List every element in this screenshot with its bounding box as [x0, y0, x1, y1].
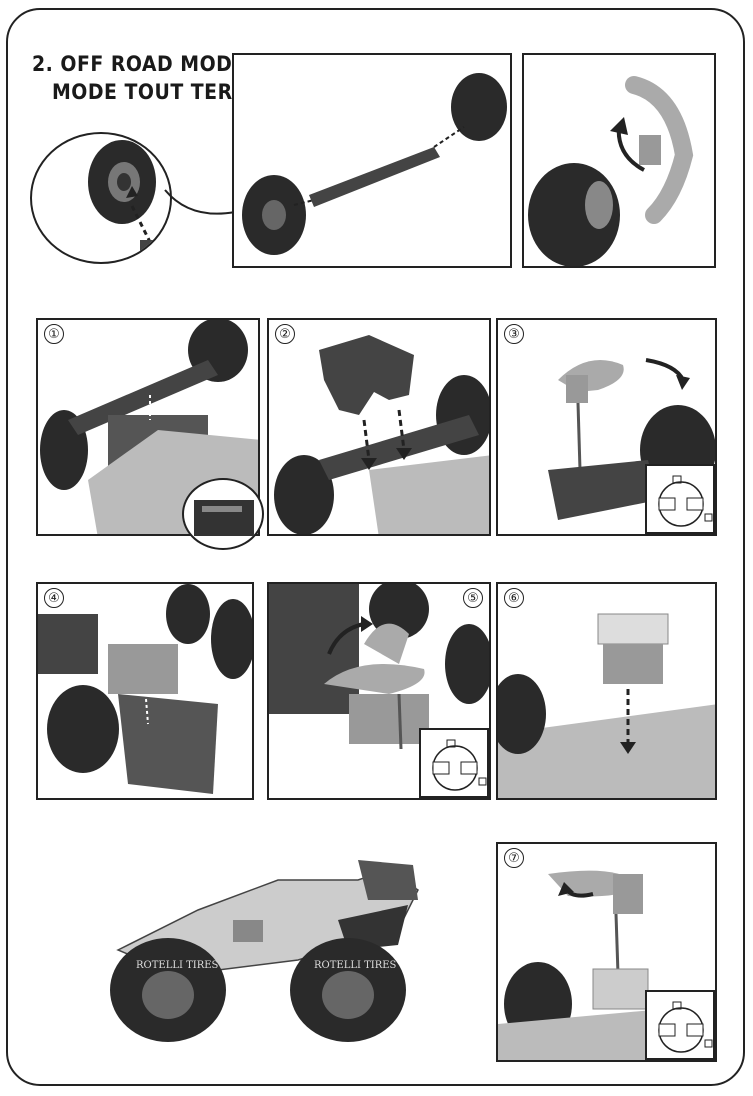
chassis-axle-icon — [40, 320, 258, 534]
steering-wheel-icon — [528, 76, 694, 266]
step-2-number: ② — [275, 324, 295, 344]
step-4-panel: ④ — [36, 582, 254, 800]
lock-dial-inset — [645, 464, 715, 534]
step-1-number: ① — [44, 324, 64, 344]
step-5-panel: ⑤ — [267, 582, 491, 800]
lock-dial-icon — [432, 739, 487, 791]
left-tire-text: ROTELLI TIRES — [136, 960, 219, 971]
step-7-panel: ⑦ — [496, 842, 717, 1062]
turn-arrow-icon — [327, 622, 365, 655]
page-frame — [6, 8, 745, 1086]
lock-dial-icon — [658, 475, 713, 527]
step-4-number: ④ — [44, 588, 64, 608]
axle-icon — [242, 73, 507, 255]
cover-install-icon — [274, 335, 489, 534]
step-2-panel: ② — [267, 318, 491, 536]
step-5-number: ⑤ — [463, 588, 483, 608]
key-tool-tighten-icon — [269, 584, 489, 750]
lock-dial-icon — [658, 1001, 713, 1053]
engine-icon — [498, 613, 715, 798]
title-english: 2. OFF ROAD MODE — [32, 52, 246, 76]
step-3-number: ③ — [504, 324, 524, 344]
step-6-panel: ⑥ — [496, 582, 717, 800]
magnifier-connector — [164, 189, 236, 215]
step-1-detail-magnifier — [182, 478, 264, 550]
completed-car-illustration: ROTELLI TIRES ROTELLI TIRES — [98, 850, 428, 1050]
wheel-detail-magnifier — [30, 132, 172, 264]
clip-detail-icon — [194, 500, 254, 536]
lock-dial-inset — [419, 728, 489, 798]
wheel-icon — [88, 140, 158, 256]
step-1-panel: ① — [36, 318, 260, 536]
car-icon: ROTELLI TIRES ROTELLI TIRES — [110, 860, 419, 1042]
step-7-number: ⑦ — [504, 848, 524, 868]
steering-wheel-panel — [522, 53, 716, 268]
axle-attach-icon — [38, 584, 252, 794]
step-3-panel: ③ — [496, 318, 717, 536]
right-tire-text: ROTELLI TIRES — [314, 960, 397, 971]
step-6-number: ⑥ — [504, 588, 524, 608]
axle-assembly-panel — [232, 53, 512, 268]
lock-dial-inset — [645, 990, 715, 1060]
